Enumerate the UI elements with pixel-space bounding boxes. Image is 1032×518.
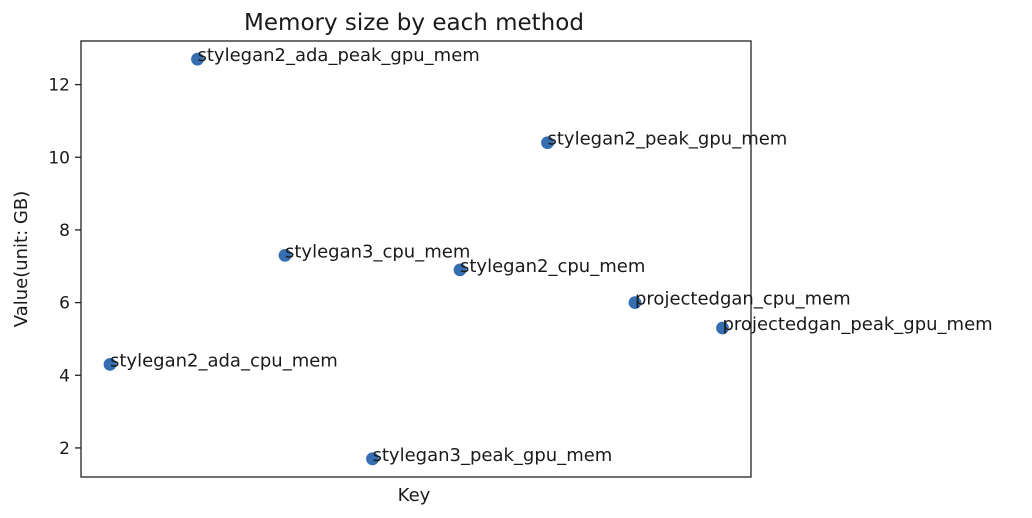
y-tick-label: 2 <box>59 439 70 459</box>
data-point <box>541 136 554 150</box>
data-point <box>716 321 729 335</box>
data-point <box>103 357 117 371</box>
point-label: projectedgan_peak_gpu_mem <box>723 314 993 335</box>
y-tick-label: 12 <box>48 76 70 96</box>
plot-area-frame <box>80 40 752 478</box>
data-points <box>103 52 729 466</box>
x-axis-label: Key <box>398 485 431 506</box>
y-tick-label: 8 <box>59 221 70 241</box>
y-tick-label: 4 <box>59 366 70 386</box>
point-label: projectedgan_cpu_mem <box>635 289 851 310</box>
data-point <box>453 263 467 277</box>
y-tick-label: 6 <box>59 294 70 314</box>
y-axis-ticks: 2 4 6 8 10 12 <box>48 76 81 459</box>
data-point <box>366 452 379 466</box>
y-axis-label: Value(unit: GB) <box>11 191 32 327</box>
point-label: stylegan2_ada_peak_gpu_mem <box>198 45 480 66</box>
data-point <box>628 296 642 309</box>
point-label: stylegan3_peak_gpu_mem <box>373 445 613 466</box>
point-label: stylegan2_ada_cpu_mem <box>110 350 338 371</box>
chart-title: Memory size by each method <box>244 10 584 36</box>
point-label: stylegan3_cpu_mem <box>285 241 470 262</box>
data-point <box>191 52 204 66</box>
point-label: stylegan2_cpu_mem <box>460 256 645 277</box>
point-label: stylegan2_peak_gpu_mem <box>548 129 788 150</box>
data-point <box>278 248 292 262</box>
point-labels: stylegan2_ada_cpu_mem stylegan2_ada_peak_… <box>110 45 993 466</box>
y-tick-label: 10 <box>48 148 70 168</box>
